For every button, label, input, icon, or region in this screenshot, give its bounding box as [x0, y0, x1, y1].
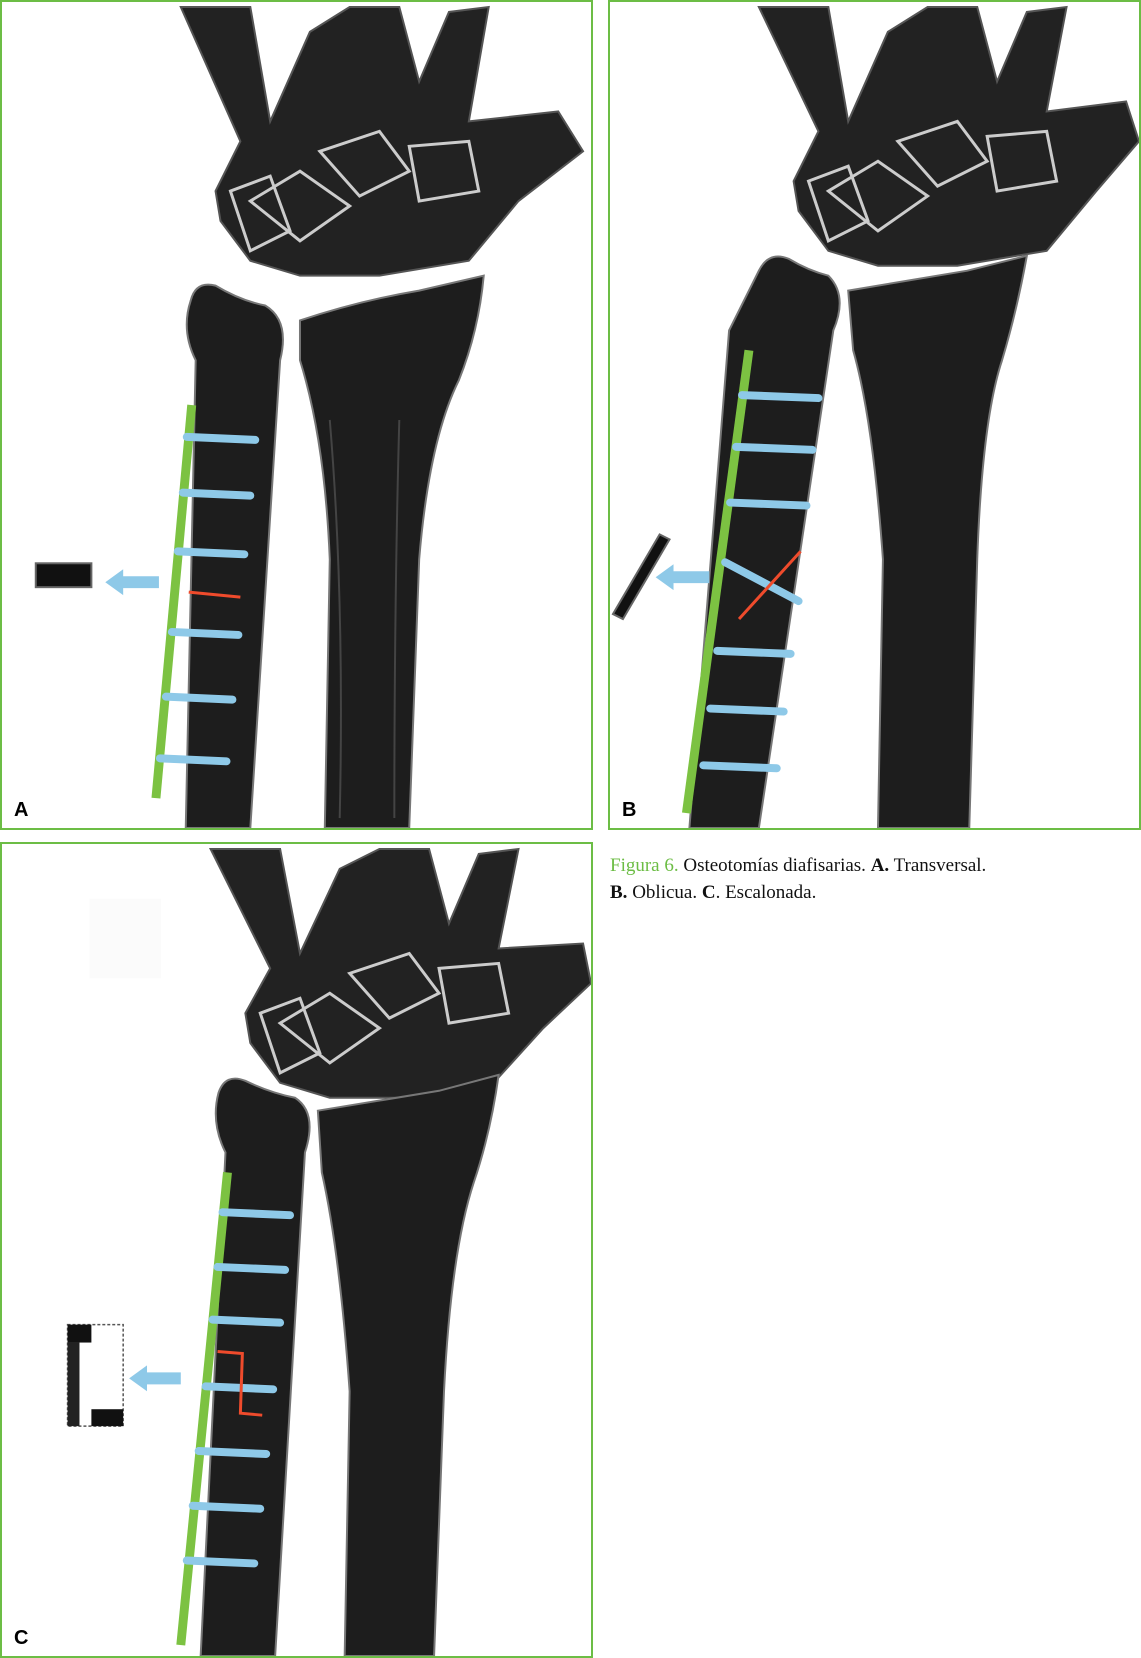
figure-panel-a: A [0, 0, 593, 830]
figure-panel-b: B [608, 0, 1141, 830]
caption-a-letter: A. [871, 855, 889, 876]
figure-panel-c: C [0, 842, 593, 1658]
caption-c-letter: C [702, 882, 716, 903]
wrist-illustration-a [2, 2, 591, 828]
caption-b-text: Oblicua. [632, 882, 697, 903]
caption-c-text: . Escalonada. [716, 882, 817, 903]
caption-title: Osteotomías diafisarias. [683, 855, 866, 876]
wrist-illustration-c [2, 844, 591, 1656]
panel-label-c: C [14, 1627, 28, 1650]
panel-label-a: A [14, 799, 28, 822]
caption-a-text: Transversal. [894, 855, 987, 876]
figure-caption: Figura 6. Osteotomías diafisarias. A. Tr… [610, 852, 1110, 906]
figure-number: Figura 6. [610, 855, 679, 876]
wrist-illustration-b [610, 2, 1139, 828]
caption-b-letter: B. [610, 882, 627, 903]
panel-label-b: B [622, 799, 636, 822]
